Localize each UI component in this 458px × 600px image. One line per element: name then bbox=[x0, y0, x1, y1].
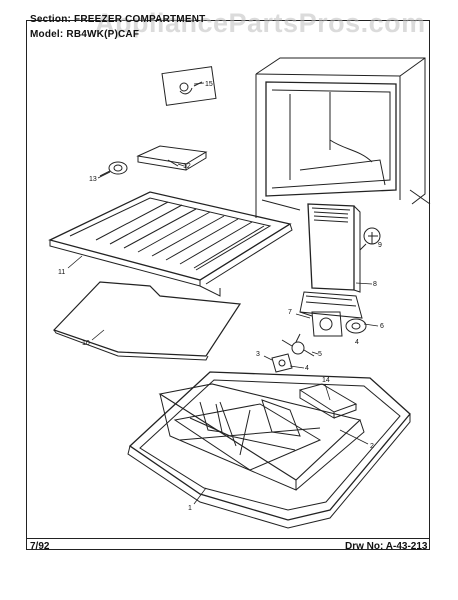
callouts: 15 12 13 11 10 9 8 7 6 5 4 3 4 14 2 1 bbox=[58, 81, 384, 512]
callout-10: 10 bbox=[82, 340, 90, 347]
callout-3: 3 bbox=[256, 351, 260, 358]
part-10-liner bbox=[52, 281, 242, 361]
part-8-duct bbox=[299, 203, 363, 319]
callout-7: 7 bbox=[288, 309, 292, 316]
part-13-clip bbox=[99, 161, 128, 177]
freezer-cabinet bbox=[255, 57, 431, 218]
part-12-bracket bbox=[136, 145, 208, 171]
footer-drawing-number: Drw No: A-43-213 bbox=[345, 541, 427, 552]
model-label: Model: bbox=[30, 29, 64, 40]
leader-lines bbox=[67, 82, 379, 505]
part-5-fan-blade bbox=[281, 333, 315, 357]
callout-5: 5 bbox=[318, 351, 322, 358]
callout-12: 12 bbox=[183, 163, 191, 170]
callout-6: 6 bbox=[380, 323, 384, 330]
callout-4-lower: 4 bbox=[305, 365, 309, 372]
callout-15: 15 bbox=[205, 81, 213, 88]
watermark: AppliancePartsPros.com bbox=[95, 8, 426, 38]
drawing-label: Drw No: bbox=[345, 541, 384, 552]
section-label: Section: bbox=[30, 14, 72, 25]
part-3-fan-motor bbox=[271, 353, 293, 373]
callout-2: 2 bbox=[370, 443, 374, 450]
part-9-screw bbox=[359, 227, 381, 251]
part-7-fan-housing bbox=[299, 311, 343, 337]
footer-divider bbox=[26, 538, 430, 539]
model-header: Model: RB4WK(P)CAF bbox=[30, 29, 139, 40]
part-2-gasket bbox=[127, 371, 411, 529]
diagram-frame bbox=[26, 20, 430, 550]
part-11-shelf bbox=[48, 191, 293, 297]
callout-9: 9 bbox=[378, 242, 382, 249]
drawing-number: A-43-213 bbox=[385, 541, 428, 552]
callout-14: 14 bbox=[322, 377, 330, 384]
part-1-floor-pan bbox=[158, 383, 365, 491]
section-header: Section: FREEZER COMPARTMENT bbox=[30, 14, 205, 25]
part-6-motor bbox=[345, 318, 367, 334]
part-14-baffle bbox=[298, 383, 358, 419]
footer-date: 7/92 bbox=[30, 541, 50, 552]
section-value: FREEZER COMPARTMENT bbox=[74, 14, 206, 25]
callout-1: 1 bbox=[188, 505, 192, 512]
callout-13: 13 bbox=[89, 176, 97, 183]
model-value: RB4WK(P)CAF bbox=[66, 29, 140, 40]
callout-4-upper: 4 bbox=[355, 339, 359, 346]
callout-8: 8 bbox=[373, 281, 377, 288]
callout-11: 11 bbox=[58, 269, 65, 276]
